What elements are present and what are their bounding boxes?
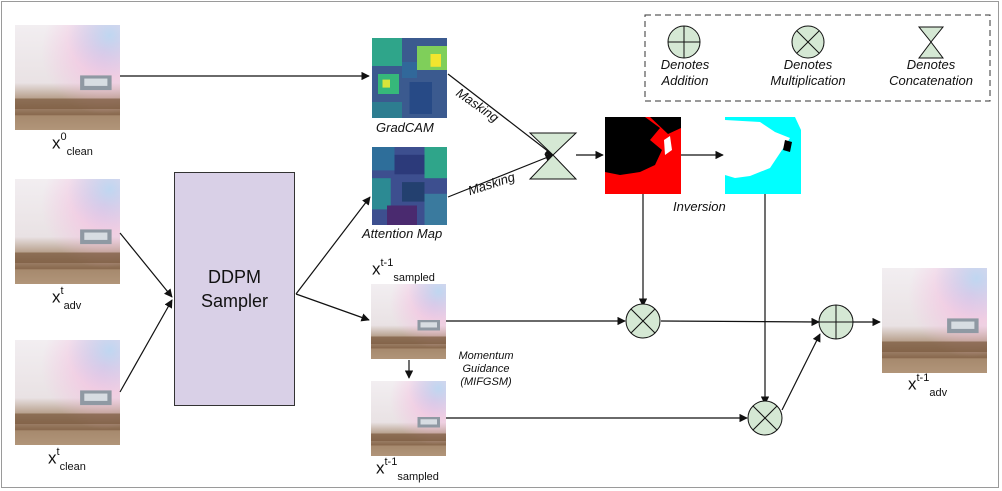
sampler-line2: Sampler [200, 291, 269, 311]
legend-box [644, 14, 991, 102]
ddpm-sampler-box: DDPM Sampler [174, 172, 295, 406]
label-inversion: Inversion [673, 199, 726, 214]
multiply-operator-top [625, 303, 661, 339]
legend-concat-symbol [917, 26, 945, 59]
label-xt-adv: xtadv [52, 285, 82, 313]
legend-multiply-symbol [791, 25, 825, 59]
image-output-adv [882, 268, 987, 373]
image-sampled-bottom [371, 381, 446, 456]
label-x0-clean: x0clean [52, 131, 93, 159]
image-xt-adv [15, 179, 120, 284]
legend-addition-text: Denotes Addition [660, 57, 710, 88]
legend-multiplication-text: Denotes Multiplication [770, 57, 846, 88]
attention-heatmap [372, 147, 447, 225]
label-xt-clean: xtclean [48, 446, 86, 474]
label-sampled-bottom: xt-1sampled [376, 456, 439, 484]
concat-operator [528, 132, 578, 180]
connectors [119, 71, 881, 423]
image-sampled-top [371, 284, 446, 359]
add-operator [818, 304, 854, 340]
gradcam-heatmap [372, 38, 447, 118]
label-attention-map: Attention Map [362, 226, 443, 241]
label-output-adv: xt-1adv [908, 372, 948, 400]
image-xt-clean [15, 340, 120, 445]
label-momentum-guidance: Momentum Guidance (MIFGSM) [458, 350, 514, 388]
legend-concatenation-text: Denotes Concatenation [889, 57, 973, 88]
label-gradcam: GradCAM [376, 120, 434, 135]
legend-add-symbol [667, 25, 701, 59]
image-x0-clean [15, 25, 120, 130]
mask-red-black [605, 117, 681, 194]
label-sampled-top: xt-1sampled [372, 257, 435, 285]
multiply-operator-bottom [747, 400, 783, 436]
mask-cyan-white [725, 117, 801, 194]
sampler-line1: DDPM [208, 267, 261, 287]
